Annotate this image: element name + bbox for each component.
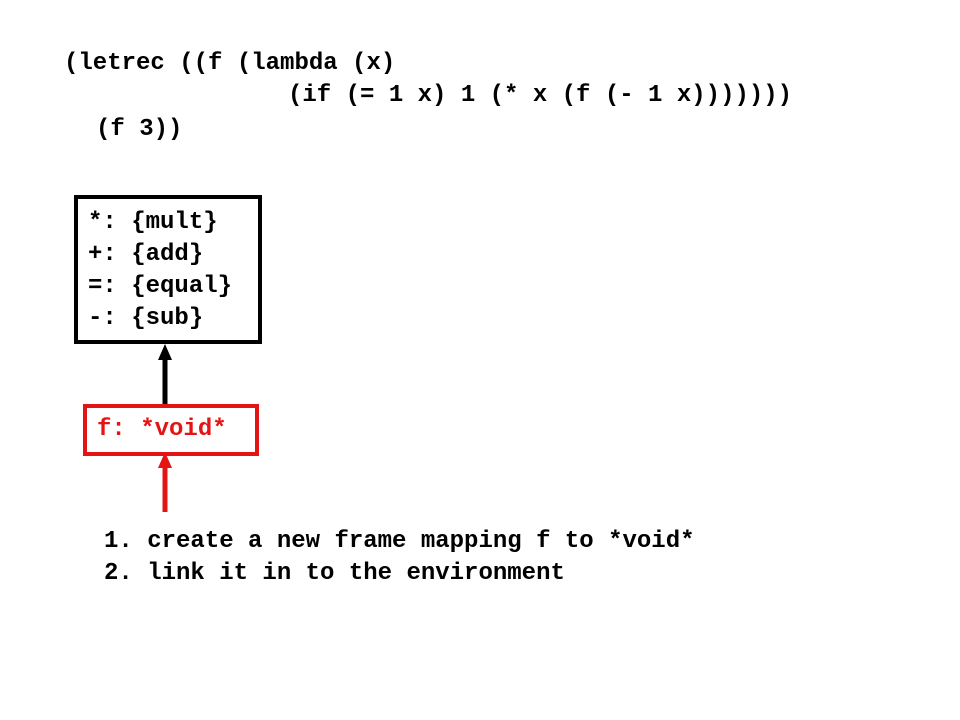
code-line-letrec: (letrec ((f (lambda (x)	[64, 50, 396, 77]
global-environment-frame: *: {mult} +: {add} =: {equal} -: {sub}	[74, 195, 262, 344]
step-1: 1. create a new frame mapping f to *void…	[104, 528, 695, 555]
step-2: 2. link it in to the environment	[104, 560, 565, 587]
new-frame: f: *void*	[83, 404, 259, 456]
binding-add: +: {add}	[88, 241, 204, 268]
environment-pointer-arrow-red	[158, 452, 172, 512]
binding-sub: -: {sub}	[88, 305, 204, 332]
binding-equal: =: {equal}	[88, 273, 233, 300]
code-line-call: (f 3))	[96, 116, 183, 143]
step-list: 1. create a new frame mapping f to *void…	[104, 526, 695, 590]
code-line-if: (if (= 1 x) 1 (* x (f (- 1 x)))))))	[288, 82, 793, 109]
link-arrow-black	[158, 344, 172, 404]
binding-mult: *: {mult}	[88, 209, 218, 236]
binding-f-void: f: *void*	[97, 416, 227, 443]
